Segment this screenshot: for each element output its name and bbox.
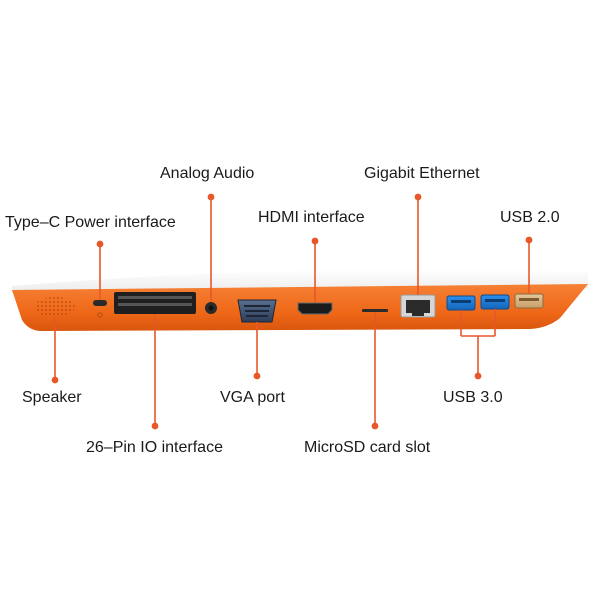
label-26pin-io: 26–Pin IO interface [86,439,223,456]
dot-analog-audio [207,193,215,201]
dot-usb3 [474,372,482,380]
microsd-slot [362,309,388,312]
type-c-port [93,300,107,306]
hdmi-port [297,302,333,315]
label-usb3: USB 3.0 [443,389,503,406]
audio-jack-hole [208,305,214,311]
dot-microsd [371,422,379,430]
label-hdmi: HDMI interface [258,209,365,226]
usb3-port-right-tongue [485,299,505,302]
label-vga: VGA port [220,389,285,406]
vga-pins [244,305,270,317]
usb2-port-tongue [519,298,539,301]
label-usb2: USB 2.0 [500,209,560,226]
label-type-c-power: Type–C Power interface [5,214,176,231]
dot-hdmi [311,237,319,245]
ethernet-socket [406,300,430,313]
label-microsd: MicroSD card slot [304,439,431,456]
leader-lines [54,197,530,426]
io-header-pins [118,296,192,306]
label-gigabit-ethernet: Gigabit Ethernet [364,165,480,182]
dot-vga [253,372,261,380]
label-analog-audio: Analog Audio [160,165,255,182]
usb3-port-left-tongue [451,300,471,303]
dot-speaker [51,376,59,384]
speaker-grille [35,297,75,317]
dot-ethernet [414,193,422,201]
dot-io [151,422,159,430]
power-led-icon [97,312,103,318]
dot-type-c [96,240,104,248]
leader-dots [51,193,533,430]
label-speaker: Speaker [22,389,82,406]
ethernet-socket-tab [412,313,424,316]
dot-usb2 [525,236,533,244]
